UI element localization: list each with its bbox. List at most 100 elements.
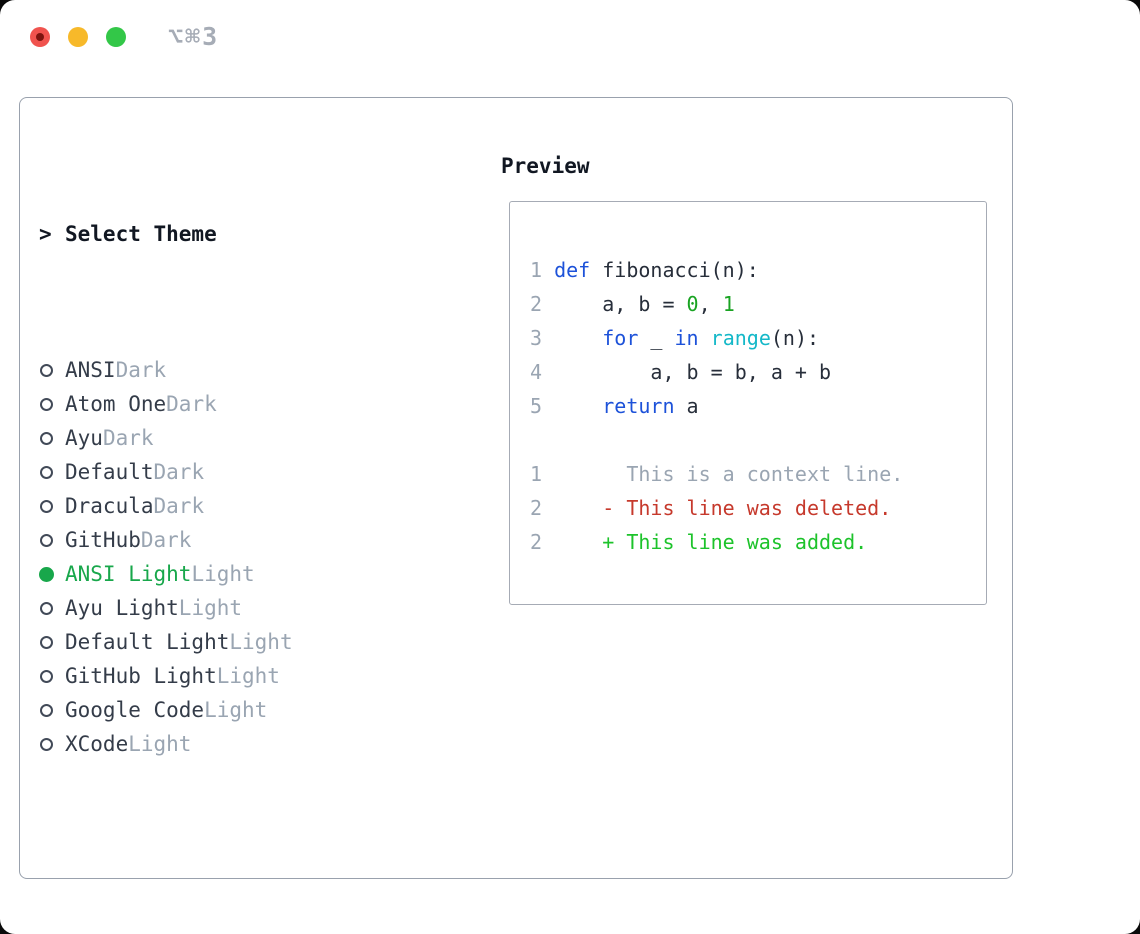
theme-variant: Dark [153, 494, 205, 518]
code-segment: (n): [770, 326, 820, 350]
code-segment: fibonacci(n): [590, 258, 759, 282]
theme-variant: Light [191, 562, 255, 586]
theme-option[interactable]: Default Light Light [39, 625, 393, 659]
radio-selected-icon [39, 566, 54, 582]
theme-option[interactable]: Google Code Light [39, 693, 393, 727]
prompt-icon: > [39, 222, 52, 246]
radio-icon [40, 499, 53, 513]
theme-option[interactable]: Ayu Dark [39, 421, 393, 455]
theme-name: ANSI [65, 358, 116, 382]
window-shortcut-label: ⌥⌘3 [168, 22, 220, 51]
code-segment: , [698, 292, 723, 316]
code-segment [542, 258, 554, 282]
radio-icon [40, 703, 53, 717]
theme-name: Default [65, 460, 154, 484]
theme-option[interactable]: GitHub Dark [39, 523, 393, 557]
theme-option[interactable]: Ayu Light Light [39, 591, 393, 625]
radio-marker [39, 533, 65, 547]
code-line: 3 for _ in range(n): [530, 321, 986, 355]
theme-variant: Dark [153, 460, 205, 484]
theme-variant: Dark [140, 528, 192, 552]
code-line [530, 423, 986, 457]
code-line: 5 return a [530, 389, 986, 423]
radio-marker [39, 465, 65, 479]
theme-variant: Light [229, 630, 293, 654]
code-segment: - This line was deleted. [542, 496, 892, 520]
theme-variant: Dark [115, 358, 167, 382]
radio-icon [40, 601, 53, 615]
code-line: 4 a, b = b, a + b [530, 355, 986, 389]
code-segment: range [710, 326, 771, 350]
radio-marker [39, 499, 65, 513]
theme-option[interactable]: GitHub Light Light [39, 659, 393, 693]
code-segment: for [602, 326, 639, 350]
code-segment: a, b = [542, 292, 687, 316]
radio-icon [40, 431, 53, 445]
picker-title: Select Theme [65, 222, 217, 246]
radio-marker [39, 737, 65, 751]
line-number: 2 [530, 530, 543, 554]
code-line: 1 This is a context line. [530, 457, 986, 491]
radio-marker [39, 431, 65, 445]
theme-option[interactable]: Default Dark [39, 455, 393, 489]
theme-name: Ayu Light [65, 596, 179, 620]
code-segment: def [554, 258, 591, 282]
code-segment: a, b = b, a + b [542, 360, 832, 384]
theme-option[interactable]: XCode Light [39, 727, 393, 761]
line-number: 2 [530, 292, 543, 316]
radio-icon [40, 737, 53, 751]
code-line: 1 def fibonacci(n): [530, 253, 986, 287]
line-number: 3 [530, 326, 543, 350]
radio-marker [39, 601, 65, 615]
theme-name: Ayu [65, 426, 103, 450]
radio-marker [39, 566, 65, 582]
radio-icon [40, 669, 53, 683]
theme-option[interactable]: ANSI Light Light [39, 557, 393, 591]
theme-name: Atom One [65, 392, 167, 416]
theme-name: Default Light [65, 630, 230, 654]
line-number: 4 [530, 360, 543, 384]
radio-marker [39, 703, 65, 717]
radio-marker [39, 635, 65, 649]
radio-icon [40, 533, 53, 547]
close-button[interactable] [30, 27, 50, 47]
theme-name: GitHub [65, 528, 141, 552]
theme-name: Google Code [65, 698, 205, 722]
code-segment: _ [638, 326, 675, 350]
preview-box: 1 def fibonacci(n): 2 a, b = 0, 1 3 for _ … [509, 201, 987, 605]
code-segment: return [602, 394, 675, 418]
radio-icon [40, 635, 53, 649]
code-line: 2 + This line was added. [530, 525, 986, 559]
theme-variant: Dark [166, 392, 217, 416]
theme-name: Dracula [65, 494, 154, 518]
theme-name: ANSI Light [65, 562, 192, 586]
zoom-button[interactable] [106, 27, 126, 47]
theme-variant: Light [128, 732, 192, 756]
preview-code: 1 def fibonacci(n): 2 a, b = 0, 1 3 for _ … [530, 253, 986, 559]
theme-option[interactable]: Dracula Dark [39, 489, 393, 523]
code-segment [542, 326, 602, 350]
theme-variant: Light [216, 664, 280, 688]
theme-variant: Dark [102, 426, 154, 450]
minimize-button[interactable] [68, 27, 88, 47]
theme-name: XCode [65, 732, 129, 756]
titlebar: ⌥⌘3 [0, 0, 1140, 75]
line-number: 1 [530, 258, 543, 282]
radio-marker [39, 669, 65, 683]
radio-marker [39, 363, 65, 377]
theme-option[interactable]: ANSI Dark [39, 353, 393, 387]
preview-title: Preview [501, 154, 590, 178]
picker-header: > Select Theme [39, 217, 393, 251]
theme-option[interactable]: Atom One Dark [39, 387, 393, 421]
code-segment: This is a context line. [542, 462, 904, 486]
code-segment: 0 [686, 292, 699, 316]
code-segment: 1 [722, 292, 735, 316]
theme-name: GitHub Light [65, 664, 217, 688]
code-segment: in [674, 326, 699, 350]
code-line: 2 - This line was deleted. [530, 491, 986, 525]
line-number: 1 [530, 462, 543, 486]
code-segment [542, 394, 602, 418]
